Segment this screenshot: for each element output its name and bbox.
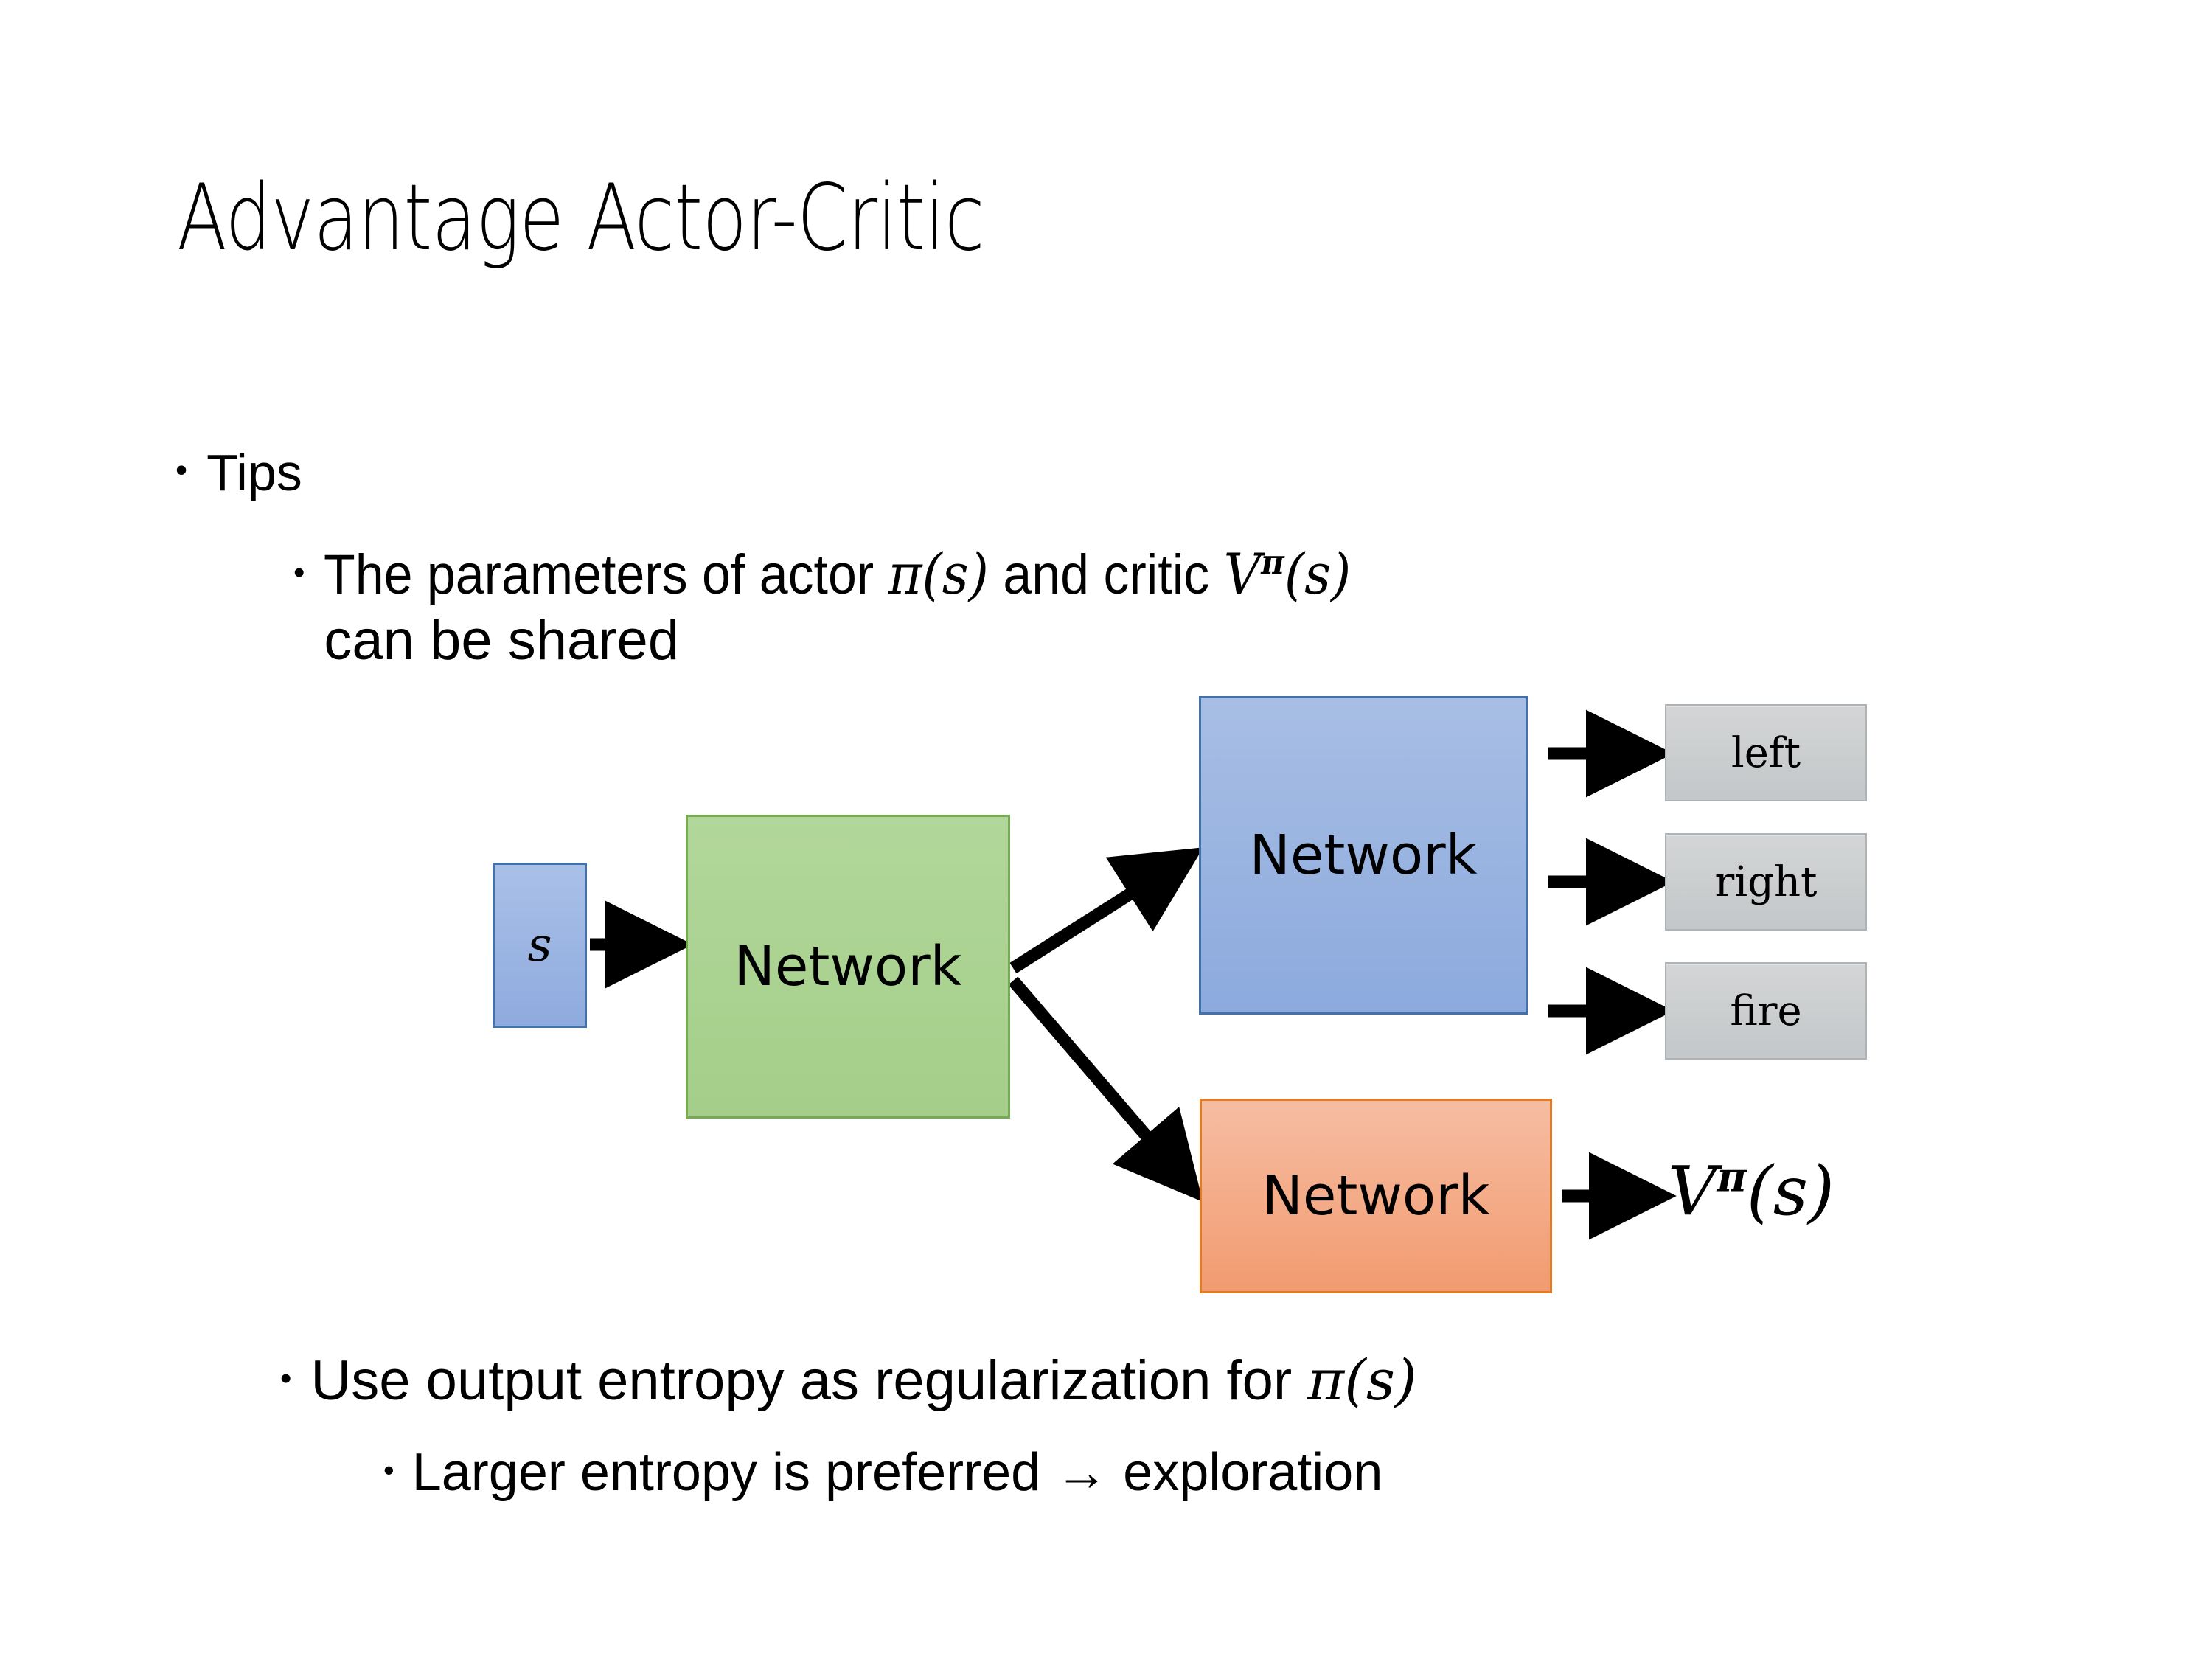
arrow-shared-to-critic <box>1008 976 1203 1203</box>
critic-network-box: Network <box>1200 1099 1552 1293</box>
bullet-text-part: Use output entropy as regularization for <box>310 1349 1308 1412</box>
arrow-shared-to-actor <box>1009 847 1204 974</box>
page-title: Advantage Actor-Critic <box>177 165 985 271</box>
bullet-marker: • <box>383 1453 394 1487</box>
bullet-text: Tips <box>206 444 302 501</box>
bullet-larger-entropy: • Larger entropy is preferred → explorat… <box>383 1441 2153 1503</box>
bullet-marker: • <box>280 1360 292 1397</box>
math-pi-s: π(s) <box>1307 1347 1417 1413</box>
value-base: V <box>1668 1152 1717 1231</box>
action-output-left: left <box>1665 704 1867 801</box>
state-input-box: s <box>493 863 587 1028</box>
critic-value-output: Vπ(s) <box>1668 1152 1834 1231</box>
shared-network-box: Network <box>686 815 1010 1119</box>
bullet-text-part: The parameters of actor <box>324 543 888 606</box>
action-label: right <box>1714 858 1818 906</box>
state-label: s <box>527 918 552 973</box>
shared-network-label: Network <box>734 935 962 998</box>
bullet-parameters-shared: • The parameters of actor π(s) and criti… <box>293 541 2004 674</box>
bullet-marker: • <box>175 451 188 489</box>
action-label: fire <box>1730 987 1802 1035</box>
bullet-text: Larger entropy is preferred → exploratio… <box>411 1443 1383 1502</box>
bullet-marker: • <box>293 554 305 591</box>
bullet-text: Use output entropy as regularization for… <box>310 1347 1417 1414</box>
math-v-argument: (s) <box>1284 541 1352 607</box>
actor-network-label: Network <box>1249 824 1478 887</box>
value-superscript: π <box>1717 1153 1747 1202</box>
bullet-entropy-regularization: • Use output entropy as regularization f… <box>280 1347 2138 1414</box>
bullet-text: The parameters of actor π(s) and critic … <box>324 541 1440 674</box>
action-output-right: right <box>1665 833 1867 931</box>
bullet-text-line2: can be shared <box>324 608 680 672</box>
actor-network-box: Network <box>1199 696 1528 1015</box>
critic-network-label: Network <box>1262 1164 1490 1228</box>
math-v-superscript: π <box>1261 542 1285 583</box>
bullet-tips: • Tips <box>175 442 2093 504</box>
bullet-text-part: and critic <box>989 543 1225 606</box>
math-pi-s: π(s) <box>888 541 990 607</box>
action-output-fire: fire <box>1665 962 1867 1060</box>
value-argument: (s) <box>1746 1152 1834 1231</box>
math-v-base: V <box>1224 541 1262 607</box>
action-label: left <box>1731 728 1801 777</box>
